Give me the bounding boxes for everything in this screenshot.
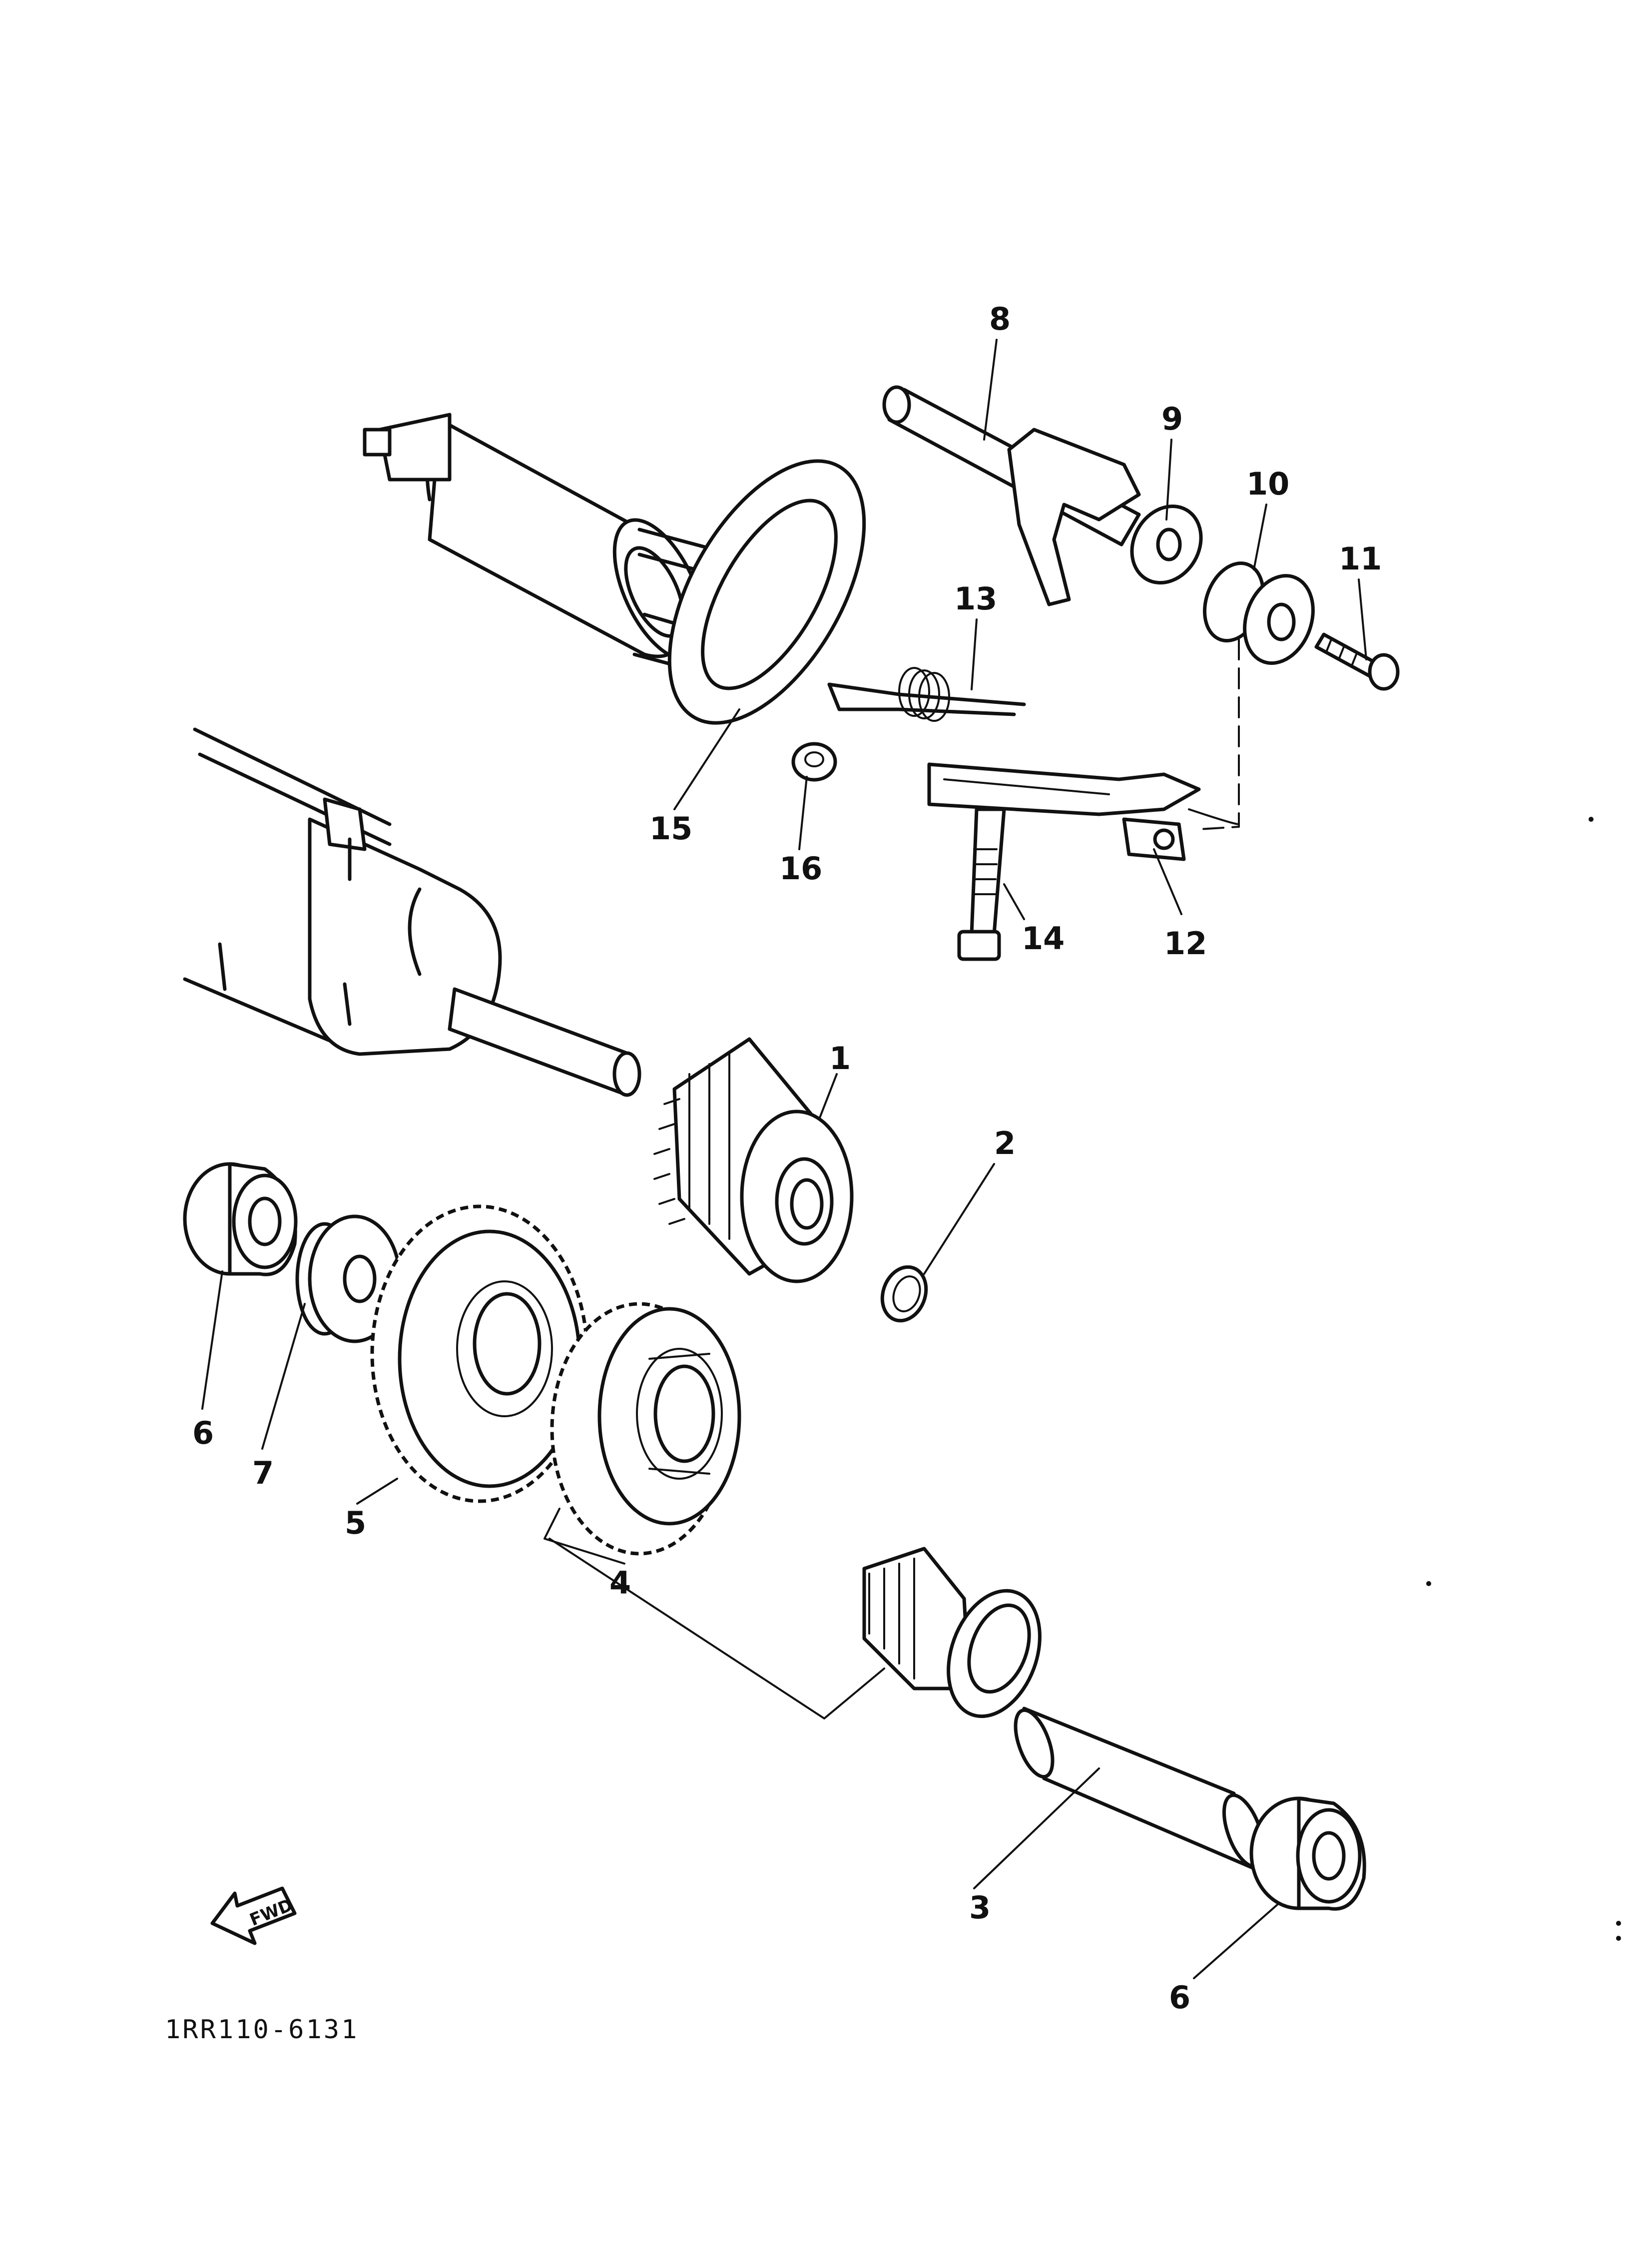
spring-13 xyxy=(827,667,1026,722)
gasket-15 xyxy=(667,459,866,725)
callout-14: 14 xyxy=(1022,920,1065,957)
screw-11 xyxy=(1314,632,1400,691)
splined-sleeve-4 xyxy=(862,1547,1042,1718)
leader-lines xyxy=(201,339,1367,1979)
callout-7: 7 xyxy=(252,1455,274,1491)
lever-12 xyxy=(927,762,1240,861)
bearing-6-right xyxy=(1249,1796,1366,1911)
shaft-3 xyxy=(1014,1706,1266,1870)
washer-9 xyxy=(1130,504,1203,585)
collar-10 xyxy=(1198,562,1315,830)
callout-6-right: 6 xyxy=(1169,1979,1190,2016)
callout-10: 10 xyxy=(1246,466,1289,502)
callout-13: 13 xyxy=(954,580,997,617)
callout-2: 2 xyxy=(994,1125,1016,1161)
starter-solenoid xyxy=(363,413,731,676)
callout-6-left: 6 xyxy=(192,1415,214,1451)
forward-arrow-icon: FWD xyxy=(210,1886,297,1945)
reference-code: 1RR110-6131 xyxy=(165,2015,359,2045)
gear-1 xyxy=(653,1037,854,1283)
scan-specks xyxy=(1426,817,1621,1941)
nut-16 xyxy=(791,742,837,782)
callout-1: 1 xyxy=(829,1040,851,1077)
callout-15: 15 xyxy=(649,810,692,847)
callout-9: 9 xyxy=(1161,401,1183,437)
starter-motor xyxy=(183,727,641,1097)
callout-5: 5 xyxy=(345,1505,366,1541)
gear-4 xyxy=(550,1302,741,1556)
bearing-6-left xyxy=(183,1162,298,1276)
callout-12: 12 xyxy=(1164,925,1207,962)
callout-8: 8 xyxy=(989,301,1011,337)
callout-labels: 1 2 3 4 5 6 6 7 8 9 10 11 12 13 14 15 16 xyxy=(192,301,1382,2016)
bolt-14 xyxy=(957,807,1006,961)
callout-16: 16 xyxy=(779,850,822,887)
callout-3: 3 xyxy=(969,1889,991,1926)
callout-11: 11 xyxy=(1339,541,1382,577)
callout-4: 4 xyxy=(609,1565,631,1601)
shift-fork-8 xyxy=(882,385,1141,606)
gear-5 xyxy=(370,1204,589,1503)
circlip-2 xyxy=(880,1265,928,1323)
